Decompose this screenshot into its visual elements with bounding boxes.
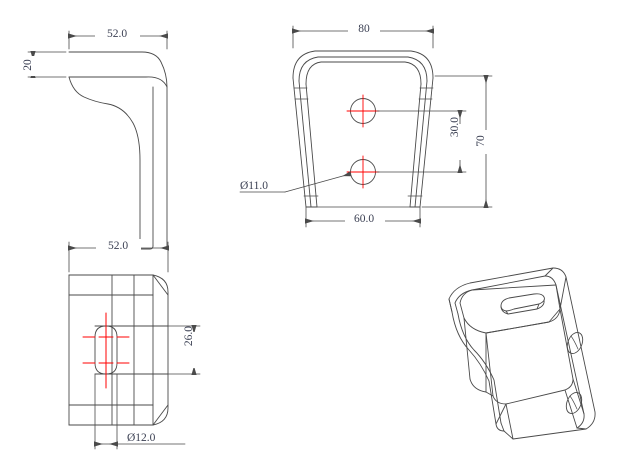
dimension-top-width: 52.0 [68,239,169,273]
top-view-outline [68,274,169,426]
dim-label-top-slot-length: 26.0 [183,326,195,346]
iso-upper-hole [566,332,584,354]
top-view: 52.0 26.0 Ø12.0 [68,239,201,450]
dim-label-side-width: 52.0 [107,28,127,40]
dim-label-front-width: 80 [358,23,370,35]
iso-base-edges [495,389,587,440]
iso-rear-edge-detail [559,276,585,415]
front-lower-hole-centerline [346,155,380,189]
iso-lower-hole [565,392,583,414]
isometric-view [448,267,596,440]
dim-label-front-base-width: 60.0 [354,213,374,225]
dim-label-top-slot-diameter: Ø12.0 [127,432,156,444]
front-upper-hole-centerline [346,94,380,128]
dim-label-front-height: 70 [475,135,487,147]
dim-label-top-width: 52.0 [108,240,128,252]
dim-label-front-hole-spacing: 30.0 [449,117,461,137]
top-center-slot-centerline [82,312,130,389]
dimension-front-width: 80 [292,22,434,49]
iso-top-slot [500,293,545,315]
dim-label-front-hole-diameter: Ø11.0 [240,180,268,192]
dimension-side-height: 20 [22,51,67,78]
front-view: 80 70 30.0 60.0 [239,22,493,228]
front-view-outline [292,50,434,208]
dimension-front-base-width: 60.0 [305,206,421,228]
dimension-side-width: 52.0 [68,27,168,50]
dimension-front-hole-diameter: Ø11.0 [239,171,352,193]
dimension-front-height: 70 [421,75,493,208]
side-view: 52.0 20 [22,27,168,250]
dimension-top-slot-length: 26.0 [167,325,201,375]
iso-left-face [463,317,494,397]
dimension-front-hole-spacing: 30.0 [376,110,467,173]
dim-label-side-height: 20 [22,59,34,71]
dimension-top-slot-diameter: Ø12.0 [94,373,186,450]
